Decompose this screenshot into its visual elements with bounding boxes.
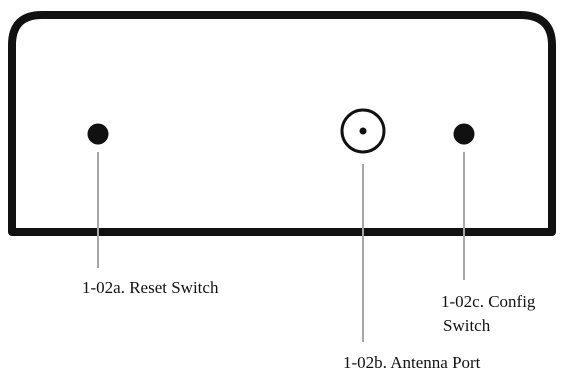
antenna-port-label: 1-02b. Antenna Port [343,353,481,372]
config-switch-label-line-1: 1-02c. Config [441,292,536,311]
antenna-port-center-dot [359,127,367,135]
config-switch-label-line-2: Switch [443,316,491,335]
device-panel-outline [8,11,556,236]
reset-switch-icon [87,123,109,145]
reset-switch-label: 1-02a. Reset Switch [82,278,219,297]
config-switch-icon [453,123,475,145]
